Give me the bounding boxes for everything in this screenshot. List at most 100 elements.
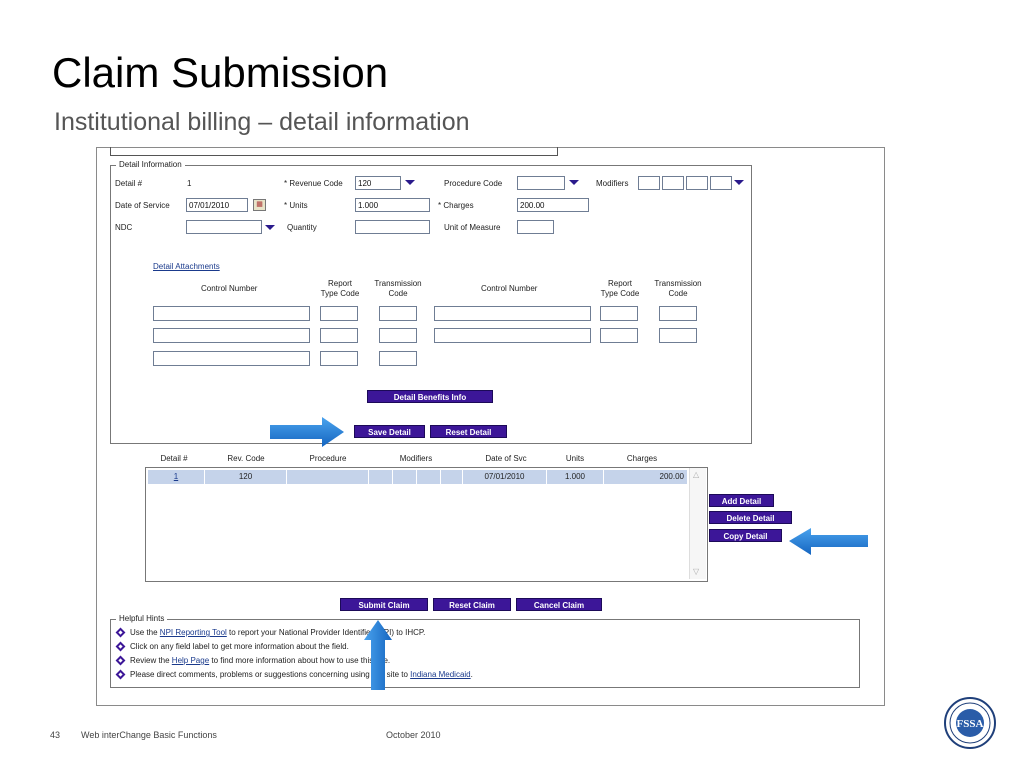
control-number-input-2[interactable] <box>434 306 591 321</box>
cancel-claim-button[interactable]: Cancel Claim <box>516 598 602 611</box>
table-row[interactable]: 1 120 07/01/2010 1.000 200.00 <box>148 470 688 484</box>
reset-claim-button[interactable]: Reset Claim <box>433 598 511 611</box>
procedure-code-label[interactable]: Procedure Code <box>444 179 503 188</box>
revenue-code-dropdown-icon[interactable] <box>405 180 415 185</box>
modifier-2-input[interactable] <box>662 176 684 190</box>
detail-attachments-link[interactable]: Detail Attachments <box>153 262 220 271</box>
modifiers-dropdown-icon[interactable] <box>734 180 744 185</box>
hint-3-text-b: to find more information about how to us… <box>209 656 391 665</box>
revenue-code-select[interactable]: 120 <box>355 176 401 190</box>
detail-number-value: 1 <box>187 179 192 188</box>
delete-detail-button[interactable]: Delete Detail <box>709 511 792 524</box>
date-of-service-input[interactable]: 07/01/2010 <box>186 198 248 212</box>
report-type-code-input-5[interactable] <box>320 351 358 366</box>
quantity-label[interactable]: Quantity <box>287 223 317 232</box>
ndc-dropdown-icon[interactable] <box>265 225 275 230</box>
report-type-code-input-2[interactable] <box>600 306 638 321</box>
footer-title: Web interChange Basic Functions <box>81 730 217 740</box>
units-label[interactable]: * Units <box>284 201 308 210</box>
copy-detail-button[interactable]: Copy Detail <box>709 529 782 542</box>
row-charges: 200.00 <box>604 470 688 484</box>
grid-header-charges: Charges <box>626 454 658 463</box>
scroll-up-icon[interactable]: △ <box>693 470 700 479</box>
modifier-3-input[interactable] <box>686 176 708 190</box>
slide-subtitle: Institutional billing – detail informati… <box>54 108 470 136</box>
report-type-code-header-2a: Report <box>607 279 632 288</box>
row-modifier-1 <box>369 470 393 484</box>
diamond-bullet-icon <box>115 641 126 652</box>
report-type-code-input-4[interactable] <box>600 328 638 343</box>
row-rev-code: 120 <box>205 470 287 484</box>
npi-reporting-tool-link[interactable]: NPI Reporting Tool <box>159 628 227 637</box>
modifier-1-input[interactable] <box>638 176 660 190</box>
procedure-code-dropdown-icon[interactable] <box>569 180 579 185</box>
control-number-input-5[interactable] <box>153 351 310 366</box>
row-modifier-4 <box>441 470 463 484</box>
row-units: 1.000 <box>547 470 604 484</box>
hint-1-text-a: Use the <box>130 628 160 637</box>
unit-of-measure-input[interactable] <box>517 220 554 234</box>
grid-header-detail: Detail # <box>160 454 188 463</box>
hint-1: Use the NPI Reporting Tool to report you… <box>115 627 425 638</box>
grid-scrollbar[interactable]: △ ▽ <box>689 468 706 579</box>
submit-claim-button[interactable]: Submit Claim <box>340 598 428 611</box>
control-number-input-4[interactable] <box>434 328 591 343</box>
row-date: 07/01/2010 <box>463 470 547 484</box>
transmission-code-input-4[interactable] <box>659 328 697 343</box>
transmission-code-input-2[interactable] <box>659 306 697 321</box>
control-number-input-1[interactable] <box>153 306 310 321</box>
unit-of-measure-label[interactable]: Unit of Measure <box>444 223 501 232</box>
fssa-seal-logo: FSSA <box>944 697 996 749</box>
hint-2-text: Click on any field label to get more inf… <box>130 642 349 651</box>
ndc-select[interactable] <box>186 220 262 234</box>
fssa-logo-text: FSSA <box>957 718 984 730</box>
charges-label[interactable]: * Charges <box>438 201 474 210</box>
hint-4-text-a: Please direct comments, problems or sugg… <box>130 670 411 679</box>
up-arrow-icon <box>364 620 392 690</box>
footer-date: October 2010 <box>386 730 441 740</box>
grid-header-modifiers: Modifiers <box>399 454 433 463</box>
modifiers-label[interactable]: Modifiers <box>596 179 629 188</box>
transmission-code-input-3[interactable] <box>379 328 417 343</box>
calendar-icon[interactable]: ▦ <box>253 199 266 211</box>
date-of-service-label[interactable]: Date of Service <box>115 201 170 210</box>
transmission-code-header-1a: Transmission <box>374 279 422 288</box>
transmission-code-header-2a: Transmission <box>654 279 702 288</box>
reset-detail-button[interactable]: Reset Detail <box>430 425 507 438</box>
hint-4-text-b: . <box>470 670 473 679</box>
transmission-code-header-1b: Code <box>388 289 408 298</box>
diamond-bullet-icon <box>115 655 126 666</box>
ndc-label[interactable]: NDC <box>115 223 133 232</box>
previous-section-edge <box>110 147 558 156</box>
detail-benefits-info-button[interactable]: Detail Benefits Info <box>367 390 493 403</box>
modifier-4-input[interactable] <box>710 176 732 190</box>
hint-4: Please direct comments, problems or sugg… <box>115 669 473 680</box>
control-number-input-3[interactable] <box>153 328 310 343</box>
save-detail-button[interactable]: Save Detail <box>354 425 425 438</box>
scroll-down-icon[interactable]: ▽ <box>693 567 700 576</box>
quantity-input[interactable] <box>355 220 430 234</box>
report-type-code-input-1[interactable] <box>320 306 358 321</box>
detail-information-legend: Detail Information <box>116 160 185 170</box>
units-input[interactable]: 1.000 <box>355 198 430 212</box>
helpful-hints-fieldset <box>110 619 860 688</box>
revenue-code-label[interactable]: * Revenue Code <box>284 179 343 188</box>
charges-input[interactable]: 200.00 <box>517 198 589 212</box>
row-detail-link[interactable]: 1 <box>148 470 205 484</box>
diamond-bullet-icon <box>115 669 126 680</box>
procedure-code-select[interactable] <box>517 176 565 190</box>
transmission-code-input-5[interactable] <box>379 351 417 366</box>
hint-2: Click on any field label to get more inf… <box>115 641 349 652</box>
add-detail-button[interactable]: Add Detail <box>709 494 774 507</box>
diamond-bullet-icon <box>115 627 126 638</box>
report-type-code-header-2b: Type Code <box>600 289 640 298</box>
hint-3-text-a: Review the <box>130 656 172 665</box>
detail-number-label[interactable]: Detail # <box>115 179 143 188</box>
transmission-code-input-1[interactable] <box>379 306 417 321</box>
report-type-code-input-3[interactable] <box>320 328 358 343</box>
indiana-medicaid-link[interactable]: Indiana Medicaid <box>410 670 471 679</box>
detail-information-fieldset <box>110 165 752 444</box>
help-page-link[interactable]: Help Page <box>171 656 210 665</box>
grid-header-date-of-svc: Date of Svc <box>485 454 527 463</box>
row-modifier-2 <box>393 470 417 484</box>
